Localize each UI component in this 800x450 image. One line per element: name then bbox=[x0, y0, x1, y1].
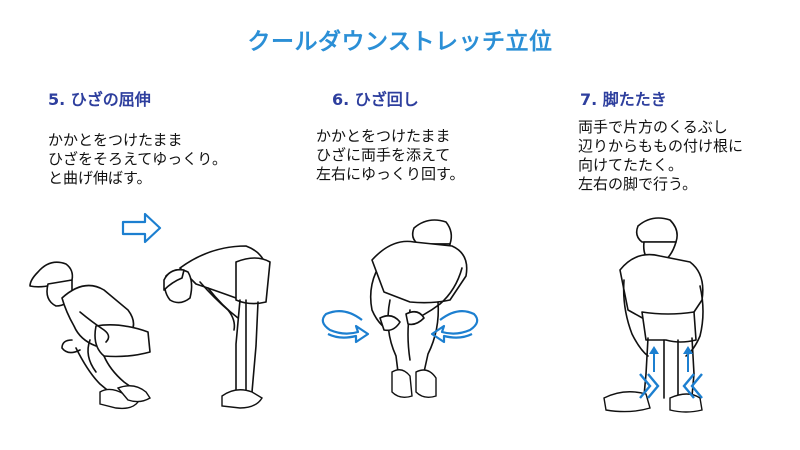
section-7-line: 向けてたたく。 bbox=[578, 156, 684, 174]
section-7-heading: 7. 脚たたき bbox=[580, 90, 667, 109]
section-5-line: ひざをそろえてゆっくり。 bbox=[48, 150, 227, 168]
section-6-line: 左右にゆっくり回す。 bbox=[316, 165, 465, 183]
section-5-description: かかとをつけたまま ひざをそろえてゆっくり。 と曲げ伸ばす。 bbox=[48, 131, 227, 188]
leg-tap-figure bbox=[603, 217, 704, 413]
section-6-heading: 6. ひざ回し bbox=[332, 90, 419, 109]
bend-figure bbox=[163, 245, 271, 409]
section-6-line: かかとをつけたまま bbox=[316, 127, 451, 145]
section-6-line: ひざに両手を添えて bbox=[316, 146, 451, 164]
section-7-description: 両手で片方のくるぶし 辺りからももの付け根に 向けてたたく。 左右の脚で行う。 bbox=[578, 118, 743, 194]
squat-figure bbox=[29, 261, 151, 410]
right-arrow-icon bbox=[121, 212, 162, 244]
up-arrow-icon bbox=[683, 346, 693, 372]
rotate-left-arrow-icon bbox=[321, 309, 370, 344]
chevron-right-icon bbox=[639, 373, 660, 399]
section-7-line: 両手で片方のくるぶし bbox=[578, 118, 728, 136]
chevron-left-icon bbox=[682, 373, 703, 399]
rotate-right-arrow-icon bbox=[430, 309, 479, 344]
up-arrow-icon bbox=[649, 346, 659, 372]
section-5-line: と曲げ伸ばす。 bbox=[48, 169, 152, 187]
section-6-description: かかとをつけたまま ひざに両手を添えて 左右にゆっくり回す。 bbox=[316, 127, 465, 184]
section-7-line: 辺りからももの付け根に bbox=[578, 137, 744, 155]
knee-rotation-figure bbox=[369, 219, 468, 399]
section-5-line: かかとをつけたまま bbox=[48, 131, 183, 149]
page-title: クールダウンストレッチ立位 bbox=[247, 29, 553, 55]
section-5-heading: 5. ひざの屈伸 bbox=[48, 90, 151, 109]
section-7-line: 左右の脚で行う。 bbox=[578, 175, 698, 193]
